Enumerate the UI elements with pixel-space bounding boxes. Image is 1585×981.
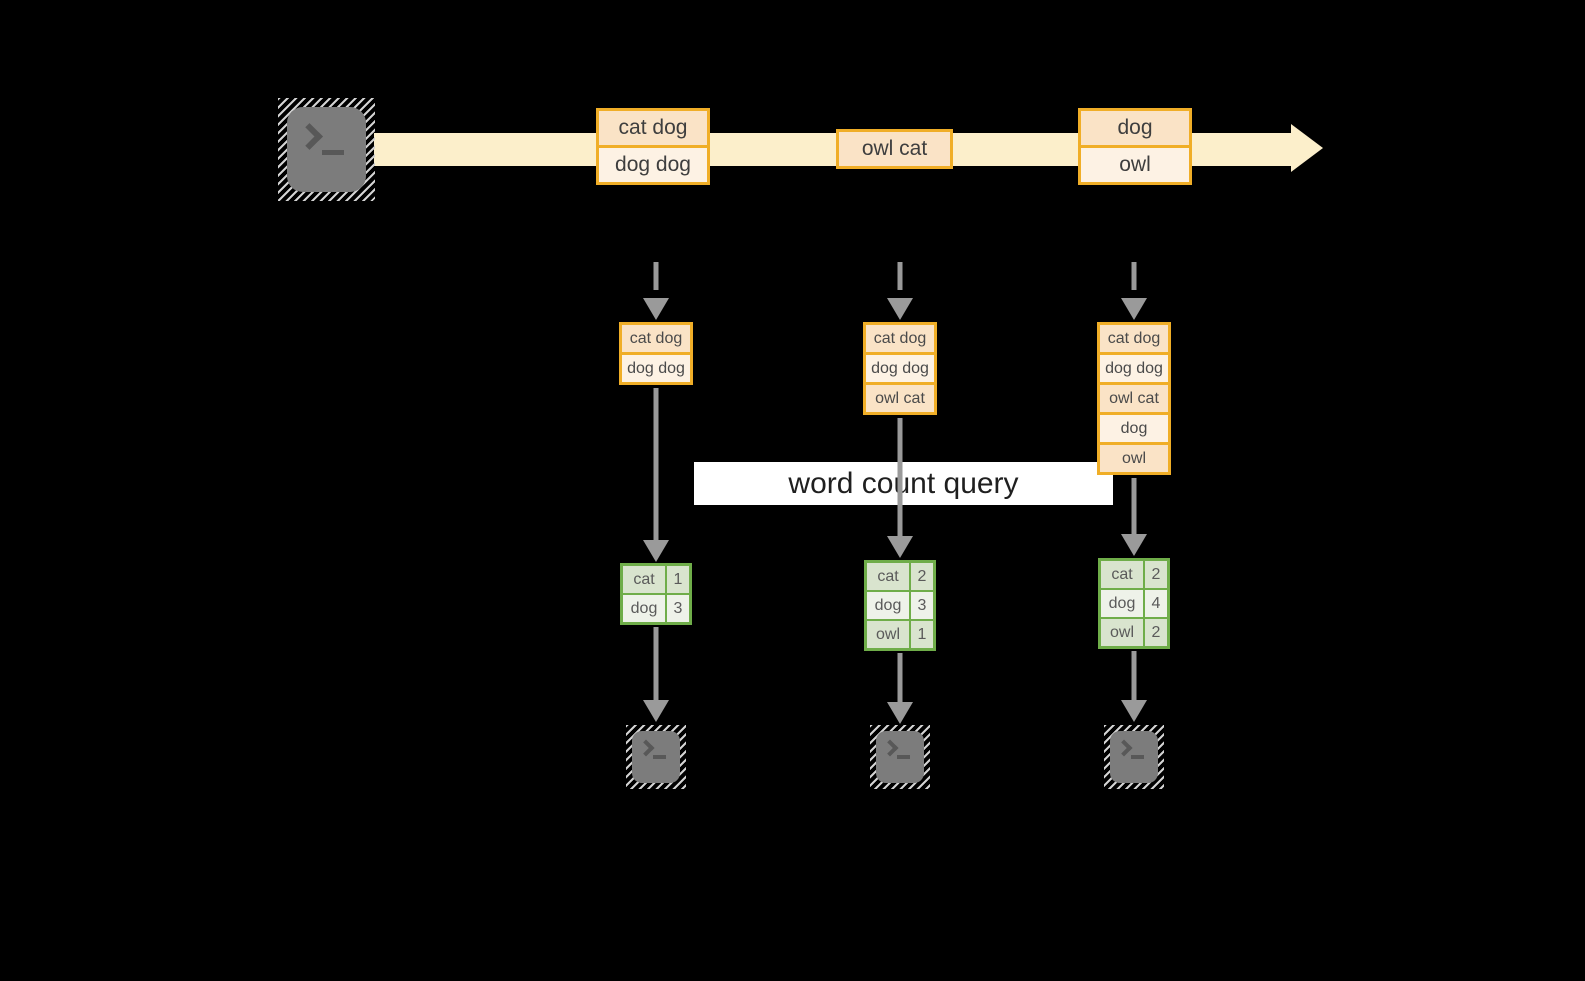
buffer-cell: cat dog (866, 325, 934, 352)
terminal-screen (876, 731, 924, 783)
message-line: owl cat (839, 132, 950, 166)
consumer-terminal-icon (626, 725, 686, 789)
buffer-stack-2: cat dog dog dog owl cat (863, 322, 937, 415)
buffer-cell: owl cat (866, 382, 934, 412)
prompt-cursor-icon (653, 754, 667, 759)
table-row: cat 1 (623, 566, 689, 593)
count-word-cell: cat (623, 566, 667, 593)
table-row: cat 2 (867, 563, 933, 590)
buffer-cell: dog (1100, 412, 1168, 442)
count-table-3: cat 2 dog 4 owl 2 (1098, 558, 1170, 649)
consumer-terminal-icon (870, 725, 930, 789)
terminal-screen (1110, 731, 1158, 783)
terminal-screen (632, 731, 680, 783)
count-value-cell: 2 (1145, 561, 1167, 588)
table-row: owl 1 (867, 619, 933, 648)
prompt-cursor-icon (1131, 754, 1145, 759)
table-row: dog 3 (867, 590, 933, 619)
table-row: cat 2 (1101, 561, 1167, 588)
message-line: dog (1081, 111, 1189, 145)
terminal-screen (287, 107, 366, 192)
count-value-cell: 3 (667, 595, 689, 622)
count-value-cell: 2 (911, 563, 933, 590)
count-word-cell: dog (1101, 590, 1145, 617)
buffer-cell: cat dog (1100, 325, 1168, 352)
count-value-cell: 4 (1145, 590, 1167, 617)
message-line: cat dog (599, 111, 707, 145)
count-value-cell: 1 (911, 621, 933, 648)
prompt-chevron-icon (881, 739, 899, 757)
prompt-cursor-icon (897, 754, 911, 759)
query-title: word count query (694, 462, 1113, 505)
prompt-chevron-icon (1115, 739, 1133, 757)
prompt-chevron-icon (637, 739, 655, 757)
count-value-cell: 3 (911, 592, 933, 619)
count-word-cell: owl (867, 621, 911, 648)
count-word-cell: dog (867, 592, 911, 619)
buffer-stack-3: cat dog dog dog owl cat dog owl (1097, 322, 1171, 475)
count-word-cell: cat (867, 563, 911, 590)
table-row: dog 4 (1101, 588, 1167, 617)
stream-message-3: dog owl (1078, 108, 1192, 185)
buffer-stack-1: cat dog dog dog (619, 322, 693, 385)
stream-arrowhead-icon (1291, 124, 1323, 172)
stream-message-1: cat dog dog dog (596, 108, 710, 185)
message-line: dog dog (599, 145, 707, 182)
buffer-cell: owl (1100, 442, 1168, 472)
table-row: dog 3 (623, 593, 689, 622)
count-word-cell: dog (623, 595, 667, 622)
count-value-cell: 2 (1145, 619, 1167, 646)
buffer-cell: dog dog (1100, 352, 1168, 382)
count-word-cell: cat (1101, 561, 1145, 588)
buffer-cell: cat dog (622, 325, 690, 352)
count-table-1: cat 1 dog 3 (620, 563, 692, 625)
buffer-cell: dog dog (622, 352, 690, 382)
count-word-cell: owl (1101, 619, 1145, 646)
buffer-cell: dog dog (866, 352, 934, 382)
message-line: owl (1081, 145, 1189, 182)
source-terminal-icon (278, 98, 375, 201)
prompt-cursor-icon (321, 149, 344, 155)
table-row: owl 2 (1101, 617, 1167, 646)
consumer-terminal-icon (1104, 725, 1164, 789)
count-value-cell: 1 (667, 566, 689, 593)
buffer-cell: owl cat (1100, 382, 1168, 412)
stream-message-2: owl cat (836, 129, 953, 169)
prompt-chevron-icon (296, 123, 324, 151)
count-table-2: cat 2 dog 3 owl 1 (864, 560, 936, 651)
